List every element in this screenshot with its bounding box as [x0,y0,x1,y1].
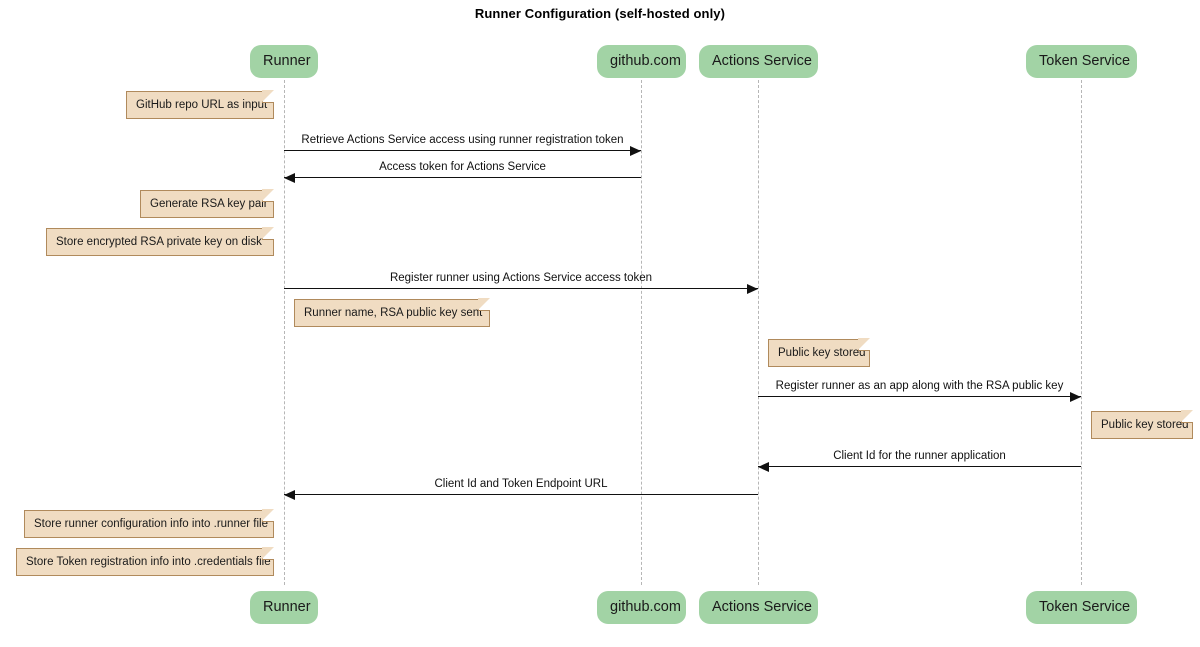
lifeline-token [1081,80,1082,585]
participant-runner-bottom[interactable]: Runner [250,591,318,624]
participant-token-bottom[interactable]: Token Service [1026,591,1137,624]
message-label-msg-1: Retrieve Actions Service access using ru… [301,134,624,146]
note-note-6: Public key stored [1091,410,1193,439]
participant-github-bottom[interactable]: github.com [597,591,686,624]
arrowhead-left-msg-6 [284,490,295,500]
message-line-msg-4 [758,396,1081,397]
note-note-7: Store runner configuration info into .ru… [24,509,274,538]
lifeline-actions [758,80,759,585]
message-line-msg-1 [284,150,641,151]
message-line-msg-5 [758,466,1081,467]
note-note-1: GitHub repo URL as input [126,90,274,119]
lifeline-runner [284,80,285,585]
participant-actions-top[interactable]: Actions Service [699,45,818,78]
note-text: Generate RSA key pair [150,198,268,210]
arrowhead-right-msg-1 [630,146,641,156]
participant-github-top[interactable]: github.com [597,45,686,78]
note-fold-corner-icon [262,509,274,522]
participant-runner-top[interactable]: Runner [250,45,318,78]
note-text: GitHub repo URL as input [136,99,268,111]
message-line-msg-3 [284,288,758,289]
arrowhead-left-msg-2 [284,173,295,183]
message-line-msg-2 [284,177,641,178]
note-text: Runner name, RSA public key sent [304,307,483,319]
arrowhead-right-msg-4 [1070,392,1081,402]
note-fold-corner-icon [858,338,870,351]
participant-token-top[interactable]: Token Service [1026,45,1137,78]
arrowhead-left-msg-5 [758,462,769,472]
note-note-8: Store Token registration info into .cred… [16,547,274,576]
note-fold-corner-icon [262,189,274,202]
note-text: Store encrypted RSA private key on disk [56,236,262,248]
arrowhead-right-msg-3 [747,284,758,294]
note-text: Store Token registration info into .cred… [26,556,271,568]
message-line-msg-6 [284,494,758,495]
note-note-3: Store encrypted RSA private key on disk [46,227,274,256]
note-fold-corner-icon [262,547,274,560]
note-fold-corner-icon [1181,410,1193,423]
message-label-msg-5: Client Id for the runner application [833,450,1006,462]
note-text: Public key stored [778,347,866,359]
note-note-2: Generate RSA key pair [140,189,274,218]
page-title: Runner Configuration (self-hosted only) [474,6,726,21]
message-label-msg-6: Client Id and Token Endpoint URL [434,478,608,490]
note-note-4: Runner name, RSA public key sent [294,298,490,327]
note-fold-corner-icon [478,298,490,311]
note-fold-corner-icon [262,227,274,240]
message-label-msg-3: Register runner using Actions Service ac… [389,272,653,284]
note-text: Public key stored [1101,419,1189,431]
participant-actions-bottom[interactable]: Actions Service [699,591,818,624]
message-label-msg-4: Register runner as an app along with the… [775,380,1064,392]
note-fold-corner-icon [262,90,274,103]
message-label-msg-2: Access token for Actions Service [379,161,546,173]
note-text: Store runner configuration info into .ru… [34,518,268,530]
note-note-5: Public key stored [768,338,870,367]
lifeline-github [641,80,642,585]
